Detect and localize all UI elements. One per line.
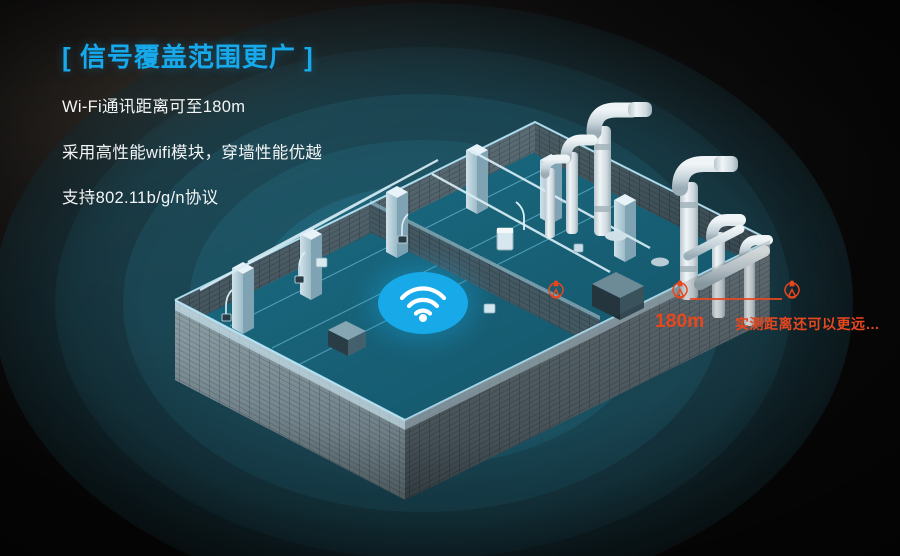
person-marker-2 <box>672 280 688 299</box>
person-marker-1 <box>548 280 564 299</box>
feature-bullet-1: Wi-Fi通讯距离可至180m <box>62 98 246 117</box>
wifi-source-badge <box>378 272 468 334</box>
feature-bullet-3: 支持802.11b/g/n协议 <box>62 189 219 208</box>
feature-bullet-2: 采用高性能wifi模块，穿墙性能优越 <box>62 143 323 162</box>
wifi-badge-ellipse <box>378 272 468 334</box>
wifi-icon <box>399 286 447 322</box>
page-title: [ 信号覆盖范围更广 ] <box>62 42 314 72</box>
distance-note-label: 实测距离还可以更远… <box>735 316 880 332</box>
copy-block: [ 信号覆盖范围更广 ] Wi-Fi通讯距离可至180m 采用高性能wifi模块… <box>62 42 482 207</box>
distance-value-label: 180m <box>655 311 705 332</box>
person-marker-3 <box>784 280 800 299</box>
